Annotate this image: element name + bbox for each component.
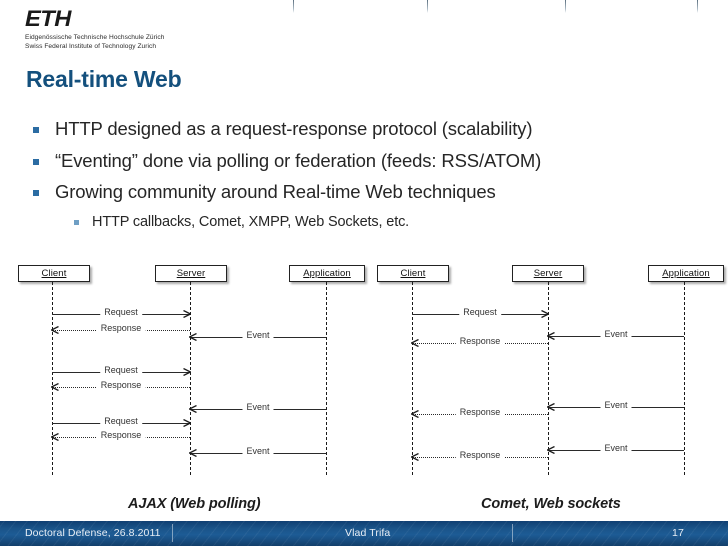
arrow-left-icon	[411, 410, 419, 418]
arrow-left-icon	[547, 446, 555, 454]
bullet-item-0: HTTP designed as a request-response prot…	[26, 118, 706, 139]
bullet-item-3: HTTP callbacks, Comet, XMPP, Web Sockets…	[26, 213, 706, 230]
node-label: Client	[41, 268, 67, 279]
slide-footer: Doctoral Defense, 26.8.2011 Vlad Trifa 1…	[0, 521, 728, 546]
message-label: Event	[600, 443, 632, 453]
top-tick-1	[427, 0, 428, 13]
message-label: Request	[459, 307, 501, 317]
footer-left-text: Doctoral Defense, 26.8.2011	[25, 527, 161, 539]
arrow-left-icon	[547, 332, 555, 340]
bullet-square-icon	[33, 127, 39, 133]
footer-center-text: Vlad Trifa	[345, 527, 391, 539]
message-label: Request	[100, 307, 142, 317]
bullet-item-2: Growing community around Real-time Web t…	[26, 181, 706, 202]
node-box-client-ajax: Client	[18, 265, 90, 282]
node-label: Application	[662, 268, 710, 279]
lifeline-server-comet	[548, 282, 549, 475]
message-label: Request	[100, 365, 142, 375]
bullet-square-icon	[33, 190, 39, 196]
bullet-square-icon	[33, 158, 39, 165]
lifeline-server-ajax	[190, 282, 191, 475]
top-tick-0	[293, 0, 294, 13]
node-label: Client	[400, 268, 426, 279]
caption-ajax: AJAX (Web polling)	[128, 496, 261, 512]
eth-subtitle-english: Swiss Federal Institute of Technology Zu…	[25, 43, 157, 51]
arrow-left-icon	[51, 383, 59, 391]
arrow-right-icon	[183, 368, 191, 376]
message-label: Event	[600, 329, 632, 339]
message-label: Response	[96, 323, 146, 333]
lifeline-client-ajax	[52, 282, 53, 475]
eth-wordmark: ETH	[25, 6, 71, 31]
arrow-left-icon	[411, 453, 419, 461]
message-label: Response	[96, 380, 146, 390]
node-box-application-comet: Application	[648, 265, 724, 282]
caption-comet: Comet, Web sockets	[481, 496, 621, 512]
bullet-square-icon	[74, 219, 79, 225]
arrow-left-icon	[411, 339, 419, 347]
bullet-text: HTTP callbacks, Comet, XMPP, Web Sockets…	[92, 213, 410, 230]
message-label: Response	[455, 336, 505, 346]
lifeline-client-comet	[412, 282, 413, 475]
node-label: Server	[176, 268, 206, 279]
bullet-item-1: “Eventing” done via polling or federatio…	[26, 149, 706, 171]
bullet-text: Growing community around Real-time Web t…	[55, 181, 496, 202]
top-tick-2	[565, 0, 566, 13]
arrow-left-icon	[189, 449, 197, 457]
node-box-server-comet: Server	[512, 265, 584, 282]
message-label: Event	[242, 446, 274, 456]
top-tick-3	[697, 0, 698, 13]
footer-page-number: 17	[672, 527, 684, 539]
arrow-right-icon	[183, 310, 191, 318]
bullet-list: HTTP designed as a request-response prot…	[26, 118, 706, 230]
bullet-text: HTTP designed as a request-response prot…	[55, 118, 533, 139]
arrow-left-icon	[189, 405, 197, 413]
lifeline-application-comet	[684, 282, 685, 475]
arrow-right-icon	[541, 310, 549, 318]
lifeline-application-ajax	[326, 282, 327, 475]
node-box-application-ajax: Application	[289, 265, 365, 282]
arrow-left-icon	[547, 403, 555, 411]
arrow-left-icon	[189, 333, 197, 341]
message-label: Response	[96, 430, 146, 440]
message-label: Event	[242, 402, 274, 412]
footer-separator-0	[172, 524, 173, 542]
bullet-text: “Eventing” done via polling or federatio…	[55, 149, 542, 171]
footer-stripe-texture	[0, 521, 728, 546]
node-box-server-ajax: Server	[155, 265, 227, 282]
footer-separator-1	[512, 524, 513, 542]
page-title: Real-time Web	[26, 66, 182, 92]
message-label: Event	[600, 400, 632, 410]
node-label: Application	[303, 268, 351, 279]
arrow-right-icon	[183, 419, 191, 427]
node-label: Server	[533, 268, 563, 279]
node-box-client-comet: Client	[377, 265, 449, 282]
message-label: Response	[455, 407, 505, 417]
arrow-left-icon	[51, 433, 59, 441]
message-label: Request	[100, 416, 142, 426]
eth-subtitle-german: Eidgenössische Technische Hochschule Zür…	[25, 34, 165, 41]
eth-logo: ETH Eidgenössische Technische Hochschule…	[25, 8, 225, 52]
message-label: Response	[455, 450, 505, 460]
arrow-left-icon	[51, 326, 59, 334]
message-label: Event	[242, 330, 274, 340]
